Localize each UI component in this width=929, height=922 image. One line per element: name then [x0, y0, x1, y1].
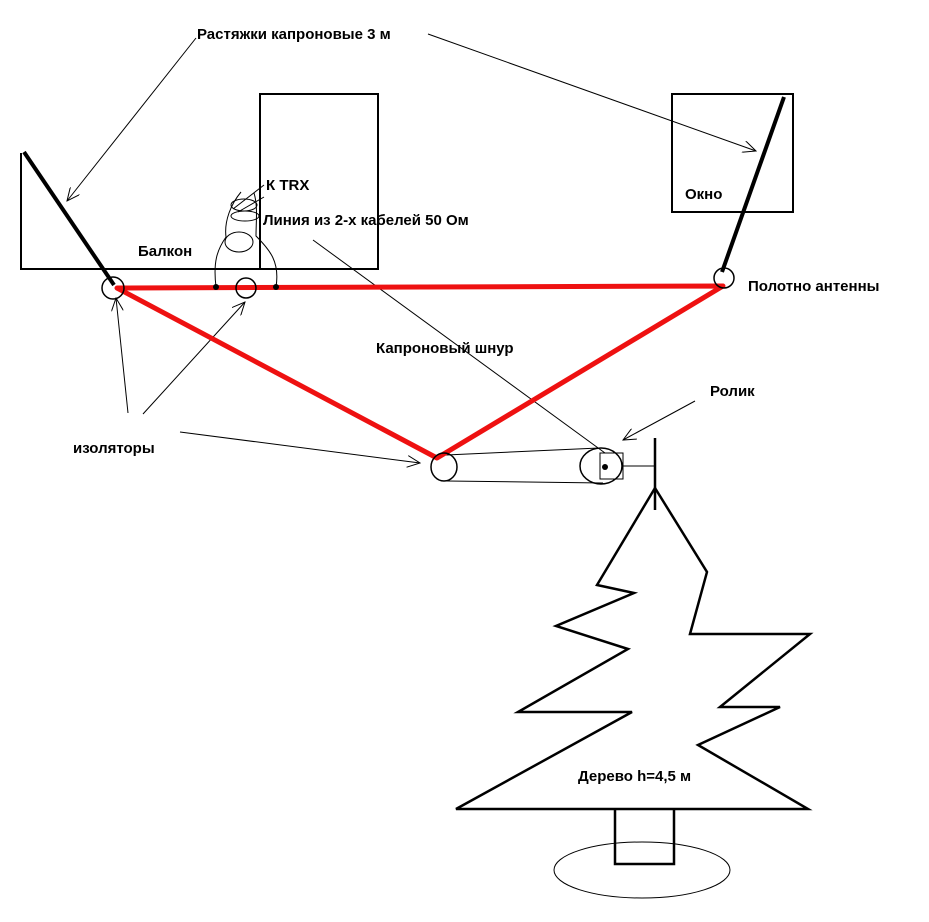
label-tree: Дерево h=4,5 м — [578, 768, 692, 785]
balcony — [20, 93, 379, 270]
label-nylon-cord: Капроновый шнур — [376, 340, 514, 357]
label-antenna-wire: Полотно антенны — [748, 278, 880, 295]
pointer-arrows — [67, 33, 756, 463]
label-guy-ropes: Растяжки капроновые 3 м — [197, 26, 391, 43]
feed-line-leader — [312, 239, 606, 454]
nylon-cord — [445, 447, 604, 484]
insulator-bottom — [430, 452, 458, 482]
insulator-middle — [235, 277, 257, 299]
label-feed-line: Линия из 2-х кабелей 50 Ом — [263, 212, 469, 229]
feed-point-left — [213, 284, 219, 290]
feed-point-right — [273, 284, 279, 290]
label-window: Окно — [685, 186, 723, 203]
label-insulators: изоляторы — [73, 440, 155, 457]
antenna-wire — [114, 283, 726, 461]
insulator-left — [101, 276, 125, 300]
pulley — [579, 447, 623, 485]
guy-rope-left — [22, 150, 116, 287]
tree-trunk — [613, 809, 676, 866]
guy-rope-right — [720, 96, 786, 273]
label-pulley: Ролик — [710, 383, 755, 400]
window-frame — [671, 93, 794, 213]
label-balcony: Балкон — [138, 243, 193, 260]
tree-outline — [455, 485, 814, 811]
feed-line-coil — [214, 184, 278, 288]
label-to-trx: К TRX — [266, 177, 310, 194]
pulley-pin — [602, 464, 608, 470]
insulators — [101, 267, 735, 482]
ground-ellipse — [553, 841, 731, 899]
insulator-right — [713, 267, 735, 289]
